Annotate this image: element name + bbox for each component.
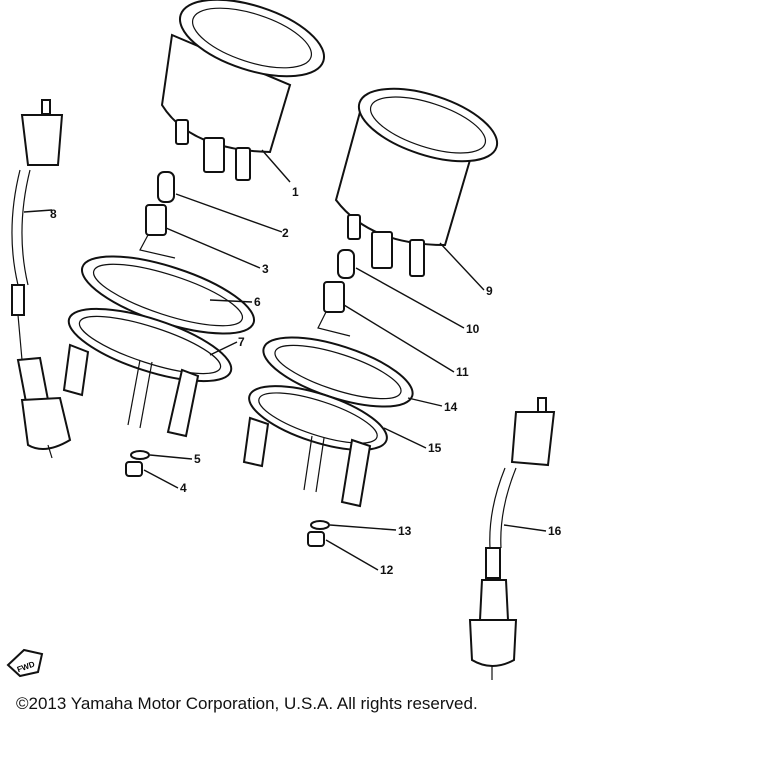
callout-7: 7: [238, 335, 245, 349]
callout-14: 14: [444, 400, 458, 414]
leader-lines: [23, 149, 547, 571]
copyright-notice: ©2013 Yamaha Motor Corporation, U.S.A. A…: [16, 694, 478, 713]
callout-3: 3: [262, 262, 269, 276]
callout-2: 2: [282, 226, 289, 240]
callout-5: 5: [194, 452, 201, 466]
cable-8: [11, 99, 72, 459]
callout-1: 1: [292, 185, 299, 199]
cable-16: [468, 397, 556, 680]
callout-labels: 1 2 3 4 5 6 7 8 9 10 11 12 13 14 15 16: [50, 185, 562, 577]
callout-10: 10: [466, 322, 480, 336]
callout-13: 13: [398, 524, 412, 538]
callout-12: 12: [380, 563, 394, 577]
callout-4: 4: [180, 481, 187, 495]
socket-3: [139, 204, 176, 259]
nut-4: [125, 461, 143, 477]
fwd-arrow-icon: FWD: [6, 648, 44, 678]
callout-6: 6: [254, 295, 261, 309]
washer-5: [130, 450, 150, 460]
washer-13: [310, 520, 330, 530]
bracket-7: [62, 307, 233, 438]
callout-11: 11: [456, 365, 469, 379]
meter-assembly-1: [160, 0, 326, 181]
callout-9: 9: [486, 284, 493, 298]
callout-16: 16: [548, 524, 562, 538]
callout-8: 8: [50, 207, 57, 221]
meter-assembly-9: [334, 87, 499, 277]
callout-15: 15: [428, 441, 442, 455]
bulb-10: [337, 249, 355, 279]
socket-11: [317, 281, 351, 337]
bracket-15: [242, 385, 388, 508]
bulb-2: [157, 171, 175, 203]
nut-12: [307, 531, 325, 547]
